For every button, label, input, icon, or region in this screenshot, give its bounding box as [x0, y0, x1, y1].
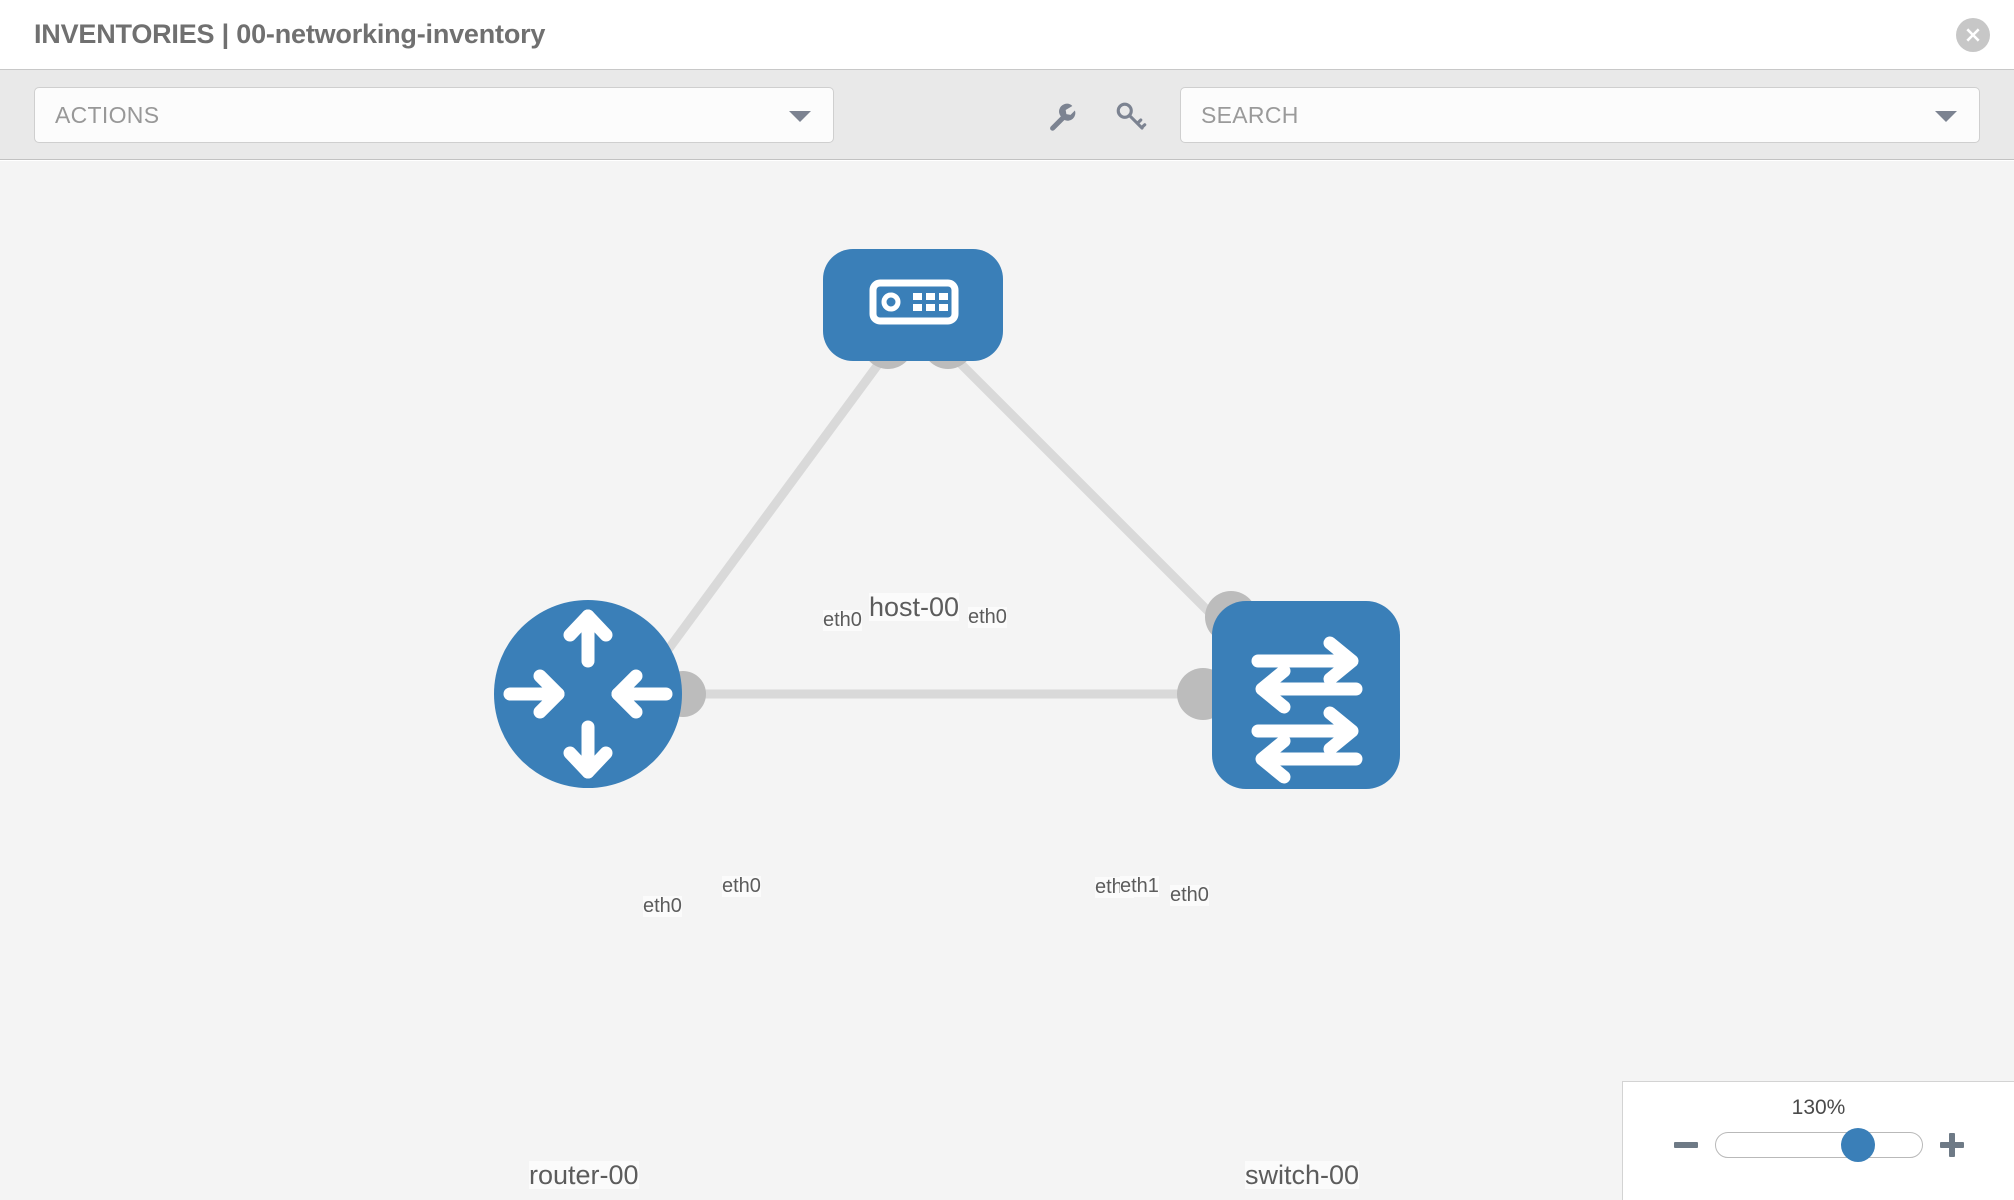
node-label-host-00[interactable]: host-00	[869, 592, 960, 622]
chevron-down-icon[interactable]	[1935, 111, 1957, 122]
zoom-percent-label: 130%	[1791, 1096, 1846, 1119]
key-icon[interactable]	[1110, 96, 1150, 136]
interface-label-switch-left-eth1[interactable]: eth1	[1120, 875, 1159, 897]
interface-label-host-right[interactable]: eth0	[968, 606, 1007, 628]
zoom-in-button[interactable]	[1937, 1130, 1967, 1160]
zoom-control: 130%	[1622, 1081, 2014, 1200]
actions-dropdown-label: ACTIONS	[55, 101, 160, 128]
zoom-out-button[interactable]	[1671, 1130, 1701, 1160]
chevron-down-icon	[789, 111, 811, 122]
interface-label-router-right[interactable]: eth0	[722, 875, 761, 897]
switch-arrows-icon	[1251, 636, 1363, 784]
close-icon[interactable]	[1956, 18, 1990, 52]
server-icon	[869, 279, 959, 325]
node-host-00[interactable]	[823, 249, 1003, 361]
node-label-switch-00[interactable]: switch-00	[1245, 1160, 1360, 1190]
search-input[interactable]: SEARCH	[1180, 87, 1980, 143]
topology-canvas[interactable]: eth0 eth0 eth0 eth0 eth0 eth0 eth1 host-…	[0, 161, 2014, 1200]
edge-host-router[interactable]	[641, 348, 892, 684]
zoom-slider[interactable]	[1714, 1128, 1923, 1162]
breadcrumb: INVENTORIES | 00-networking-inventory	[34, 19, 546, 49]
router-arrows-icon	[503, 609, 673, 779]
actions-dropdown[interactable]: ACTIONS	[34, 87, 834, 143]
zoom-slider-thumb[interactable]	[1840, 1128, 1875, 1162]
interface-label-router-up[interactable]: eth0	[643, 895, 682, 917]
wrench-icon[interactable]	[1042, 96, 1082, 136]
page-header: INVENTORIES | 00-networking-inventory	[0, 0, 2014, 70]
toolbar: ACTIONS SEARCH	[0, 70, 2014, 160]
node-switch-00[interactable]	[1212, 601, 1400, 789]
interface-label-switch-up[interactable]: eth0	[1170, 884, 1209, 906]
topology-graph	[494, 249, 1400, 789]
interface-label-host-left[interactable]: eth0	[823, 609, 862, 631]
search-placeholder: SEARCH	[1201, 101, 1299, 128]
node-router-00[interactable]	[494, 600, 682, 788]
node-label-router-00[interactable]: router-00	[529, 1160, 639, 1190]
edge-host-switch[interactable]	[944, 347, 1242, 645]
